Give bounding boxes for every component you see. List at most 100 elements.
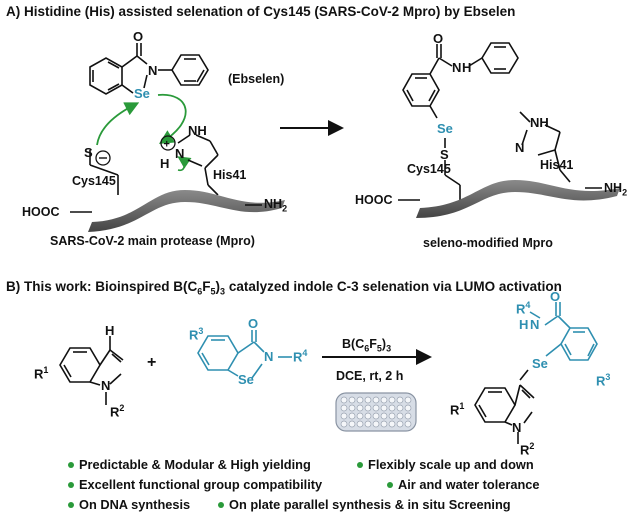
plate-well xyxy=(380,412,388,420)
nh2-left: NH2 xyxy=(264,197,288,214)
atom-N-his: N xyxy=(175,146,185,161)
plate-well xyxy=(404,412,412,420)
svg-text:+: + xyxy=(164,139,170,151)
plate-well xyxy=(340,420,348,428)
catalyst-label: B(C6F5)3 xyxy=(342,337,392,354)
right-caption: seleno-modified Mpro xyxy=(423,236,553,250)
atom-H-product: H xyxy=(462,60,472,75)
section-b-title: B) This work: Bioinspired B(C6F5)3 catal… xyxy=(6,279,562,297)
atom-O-reagent: O xyxy=(248,316,259,331)
green-arrow-1 xyxy=(96,102,140,146)
green-arrow-2 xyxy=(157,94,187,144)
his41-label-right: His41 xyxy=(540,158,574,172)
plate-well xyxy=(396,396,404,404)
plate-well xyxy=(364,396,372,404)
atom-N-reagent: N xyxy=(264,349,274,364)
atom-N-product: N xyxy=(452,60,462,75)
plate-well xyxy=(404,420,412,428)
left-caption: SARS-CoV-2 main protease (Mpro) xyxy=(50,234,255,248)
atom-Se-product: Se xyxy=(437,121,453,136)
plus-sign: + xyxy=(147,354,157,371)
bullet-item: On plate parallel synthesis & in situ Sc… xyxy=(218,497,511,512)
plate-well xyxy=(364,404,372,412)
r1-label-product: R1 xyxy=(450,401,465,418)
plate-well xyxy=(388,412,396,420)
plate-well xyxy=(372,412,380,420)
r1-label: R1 xyxy=(34,365,49,382)
atom-O-product-b: O xyxy=(550,289,561,304)
cys145-label-right: Cys145 xyxy=(407,162,451,176)
atom-N-product-ring: N xyxy=(515,140,525,155)
plate-well xyxy=(396,420,404,428)
plate-icon xyxy=(335,392,417,432)
atom-N-product-indole: N xyxy=(512,420,522,435)
nh2-right: NH2 xyxy=(604,181,628,198)
bullet-item: Predictable & Modular & High yielding xyxy=(68,457,311,472)
plate-well xyxy=(356,412,364,420)
plate-well xyxy=(372,396,380,404)
atom-N-indole: N xyxy=(101,378,111,393)
atom-Se-product-b: Se xyxy=(532,356,548,371)
r2-label-product: R2 xyxy=(520,441,535,458)
plate-well xyxy=(404,404,412,412)
r4-label-product: R4 xyxy=(516,300,531,317)
bullet-item: Air and water tolerance xyxy=(387,477,540,492)
ebselen-structure xyxy=(89,43,209,95)
plate-well xyxy=(388,404,396,412)
atom-H-product-b: H xyxy=(519,317,529,332)
r2-label: R2 xyxy=(110,403,125,420)
plate-well xyxy=(396,412,404,420)
plate-well xyxy=(388,420,396,428)
bullet-item: Flexibly scale up and down xyxy=(357,457,534,472)
bullet-item: Excellent functional group compatibility xyxy=(68,477,322,492)
green-arrow-3 xyxy=(177,156,192,172)
atom-H-his: H xyxy=(160,156,170,171)
atom-Se-ebselen: Se xyxy=(134,86,150,101)
atom-O-ebselen: O xyxy=(133,29,144,44)
cys145-label-left: Cys145 xyxy=(72,174,116,188)
plate-well xyxy=(348,396,356,404)
plate-well xyxy=(380,396,388,404)
plate-well xyxy=(388,396,396,404)
plate-well xyxy=(348,420,356,428)
atom-Se-reagent: Se xyxy=(238,372,254,387)
atom-NH-product: NH xyxy=(530,115,549,130)
atom-S-product: S xyxy=(440,147,449,162)
atom-O-product: O xyxy=(433,31,444,46)
imidazole-left xyxy=(177,134,219,196)
plate-well xyxy=(404,396,412,404)
benzisoselenazolone-structure xyxy=(197,330,292,379)
bullet-item: On DNA synthesis xyxy=(68,497,190,512)
plate-well xyxy=(348,404,356,412)
plate-well xyxy=(340,404,348,412)
plate-well xyxy=(380,420,388,428)
r3-label-product: R3 xyxy=(596,372,611,389)
atom-N-ebselen: N xyxy=(148,63,158,78)
plate-well xyxy=(396,404,404,412)
plate-well xyxy=(340,396,348,404)
r4-label-reagent: R4 xyxy=(293,348,308,365)
plate-well xyxy=(364,412,372,420)
plate-well xyxy=(340,412,348,420)
plate-well xyxy=(372,420,380,428)
hooc-left: HOOC xyxy=(22,205,60,219)
imidazole-right xyxy=(519,111,571,183)
his41-label-left: His41 xyxy=(213,168,247,182)
ebselen-label: (Ebselen) xyxy=(228,72,285,86)
indole-structure xyxy=(59,336,124,405)
plate-well xyxy=(364,420,372,428)
atom-H-indole: H xyxy=(105,323,115,338)
plate-well xyxy=(348,412,356,420)
conditions-label: DCE, rt, 2 h xyxy=(336,369,404,383)
hooc-right: HOOC xyxy=(355,193,393,207)
plate-well xyxy=(356,420,364,428)
r3-label-reagent: R3 xyxy=(189,326,204,343)
atom-NH-his: NH xyxy=(188,123,207,138)
plate-well xyxy=(372,404,380,412)
atom-N-product-b: N xyxy=(530,317,540,332)
plate-well xyxy=(356,404,364,412)
plate-well xyxy=(380,404,388,412)
section-a-title: A) Histidine (His) assisted selenation o… xyxy=(6,4,516,19)
plate-well xyxy=(356,396,364,404)
